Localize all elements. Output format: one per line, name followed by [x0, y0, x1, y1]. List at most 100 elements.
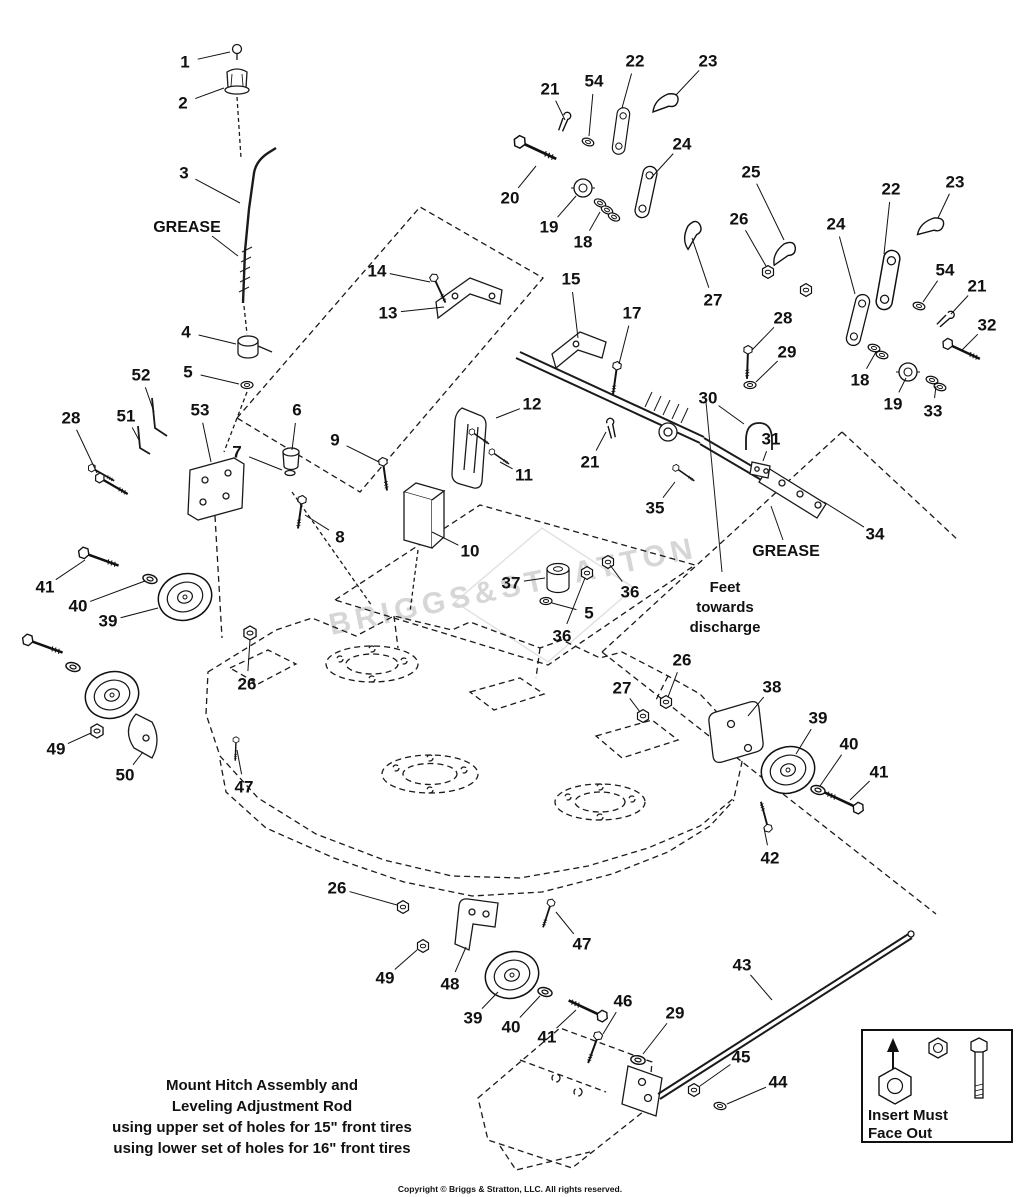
callout-leader-line — [431, 531, 459, 546]
part-number-label: 42 — [761, 849, 780, 868]
callout-leader-line — [750, 974, 773, 1001]
part-number-label: 21 — [541, 80, 560, 99]
grease-label-right: GREASE — [752, 543, 820, 560]
ubolt-hardware-art — [741, 344, 773, 479]
part-number-label: 4 — [181, 323, 191, 342]
part-number-label: 25 — [742, 163, 761, 182]
part-number-label: 32 — [978, 316, 997, 335]
callout-leader-line — [898, 377, 907, 393]
callout-leader-line — [517, 165, 537, 189]
height-knob-art — [224, 43, 250, 159]
part-number-label: 28 — [774, 309, 793, 328]
part-number-label: 19 — [540, 218, 559, 237]
insert-note-line2: Face Out — [868, 1125, 932, 1142]
right-wheel-art — [636, 694, 867, 835]
callout-leader-line — [795, 728, 812, 755]
callout-leader-line — [819, 754, 843, 787]
part-number-label: 36 — [621, 583, 640, 602]
part-number-label: 22 — [882, 180, 901, 199]
callout-leader-line — [662, 481, 676, 499]
front-left-wheels-art — [19, 544, 257, 762]
part-number-label: 44 — [769, 1073, 788, 1092]
part-number-label: 21 — [968, 277, 987, 296]
callout-leader-line — [499, 461, 513, 470]
callout-leader-line — [595, 431, 607, 451]
callout-leader-line — [519, 995, 541, 1018]
callout-leader-line — [556, 1009, 577, 1029]
part-number-label: 23 — [699, 52, 718, 71]
callout-leader-line — [621, 73, 633, 109]
part-number-label: 10 — [461, 542, 480, 561]
callout-leader-line — [144, 387, 155, 413]
callout-leader-line — [291, 422, 296, 451]
part-number-label: 50 — [116, 766, 135, 785]
callout-leader-line — [745, 230, 767, 267]
diagram-notes: GREASE GREASE Feet towards discharge Mou… — [112, 219, 820, 1194]
part-number-label: 14 — [368, 262, 387, 281]
part-number-label: 18 — [574, 233, 593, 252]
feet-note-line2: towards — [696, 599, 754, 616]
callout-leader-line — [642, 1022, 668, 1055]
part-number-label: 22 — [626, 52, 645, 71]
callout-leader-line — [481, 991, 499, 1009]
grease-label-left: GREASE — [153, 219, 221, 236]
spindle-art — [282, 447, 373, 607]
briggs-stratton-watermark: BRIGGS&STRATTON — [326, 527, 700, 663]
part-number-label: 27 — [704, 291, 723, 310]
diagram-line-art — [19, 43, 984, 1171]
lift-rod-art — [211, 146, 277, 335]
callout-leader-line — [198, 334, 237, 345]
callout-leader-line — [389, 273, 431, 283]
part-number-label: 18 — [851, 371, 870, 390]
rear-wheel-art — [396, 897, 611, 1025]
callout-leader-line — [495, 408, 521, 419]
part-number-label: 12 — [523, 395, 542, 414]
hitch-note-line1: Mount Hitch Assembly and — [166, 1077, 358, 1094]
part-number-label: 46 — [614, 992, 633, 1011]
callout-leader-line — [699, 1064, 731, 1087]
part-number-label: 11 — [515, 466, 533, 485]
channel-bracket-art — [377, 455, 446, 613]
part-number-label: 51 — [117, 407, 136, 426]
part-number-label: 19 — [884, 395, 903, 414]
part-number-label: 29 — [778, 343, 797, 362]
part-number-label: 40 — [840, 735, 859, 754]
callout-leader-line — [747, 696, 765, 717]
callout-leader-line — [555, 100, 566, 121]
callout-leader-line — [132, 751, 144, 766]
hitch-note-line3: using upper set of holes for 15" front t… — [112, 1119, 412, 1136]
callout-leader-line — [650, 153, 674, 179]
callout-leader-line — [934, 385, 937, 399]
part-number-label: 5 — [584, 604, 593, 623]
part-number-label: 40 — [69, 597, 88, 616]
callout-leader-line — [602, 1011, 617, 1035]
callout-leader-line — [588, 93, 594, 137]
callout-leader-line — [195, 87, 225, 100]
callout-leader-line — [675, 70, 700, 96]
callout-leader-line — [197, 51, 231, 60]
callout-leader-line — [67, 732, 92, 745]
part-number-label: 24 — [827, 215, 846, 234]
callout-leader-line — [400, 306, 445, 313]
hitch-note-line2: Leveling Adjustment Rod — [172, 1098, 352, 1115]
center-bracket-art — [551, 331, 623, 397]
callout-leader-line — [922, 280, 939, 303]
trunnion-art — [223, 335, 273, 453]
callout-leader-line — [202, 422, 212, 463]
callout-leader-line — [120, 607, 159, 619]
callout-leader-line — [55, 559, 86, 581]
idler-linkage-art — [510, 87, 682, 224]
part-number-label: 9 — [330, 431, 339, 450]
feet-note-line3: discharge — [690, 619, 761, 636]
feet-note-line1: Feet — [710, 579, 741, 596]
part-number-label: 24 — [673, 135, 692, 154]
callout-leader-line — [566, 577, 586, 625]
part-number-label: 17 — [623, 304, 642, 323]
part-number-label: 33 — [924, 402, 943, 421]
right-lever-art — [844, 211, 984, 393]
hitch-assembly-art — [477, 930, 915, 1171]
callout-leader-line — [304, 514, 330, 531]
